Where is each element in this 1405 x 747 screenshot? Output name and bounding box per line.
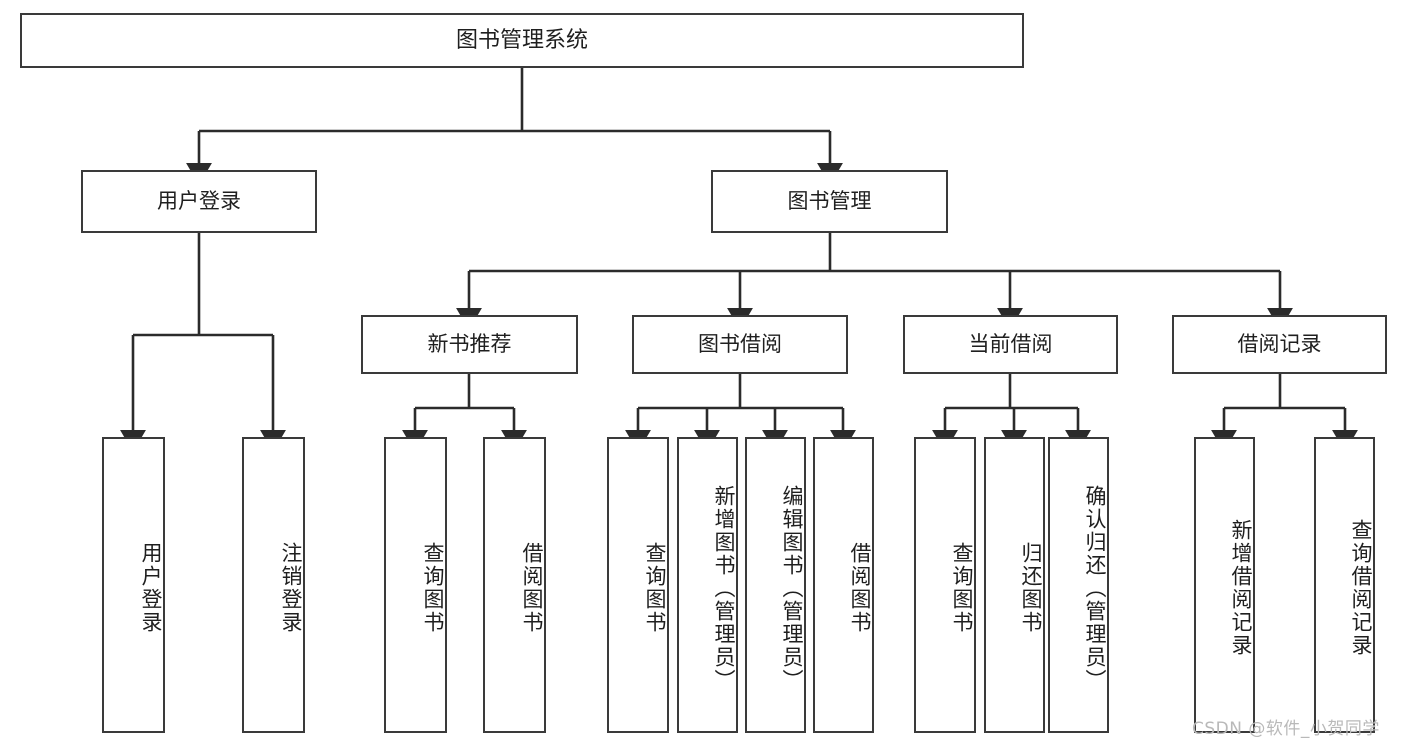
node-root-system[interactable]: 图书管理系统 <box>20 13 1024 68</box>
node-current-borrow[interactable]: 当前借阅 <box>903 315 1118 374</box>
node-label: 借阅记录 <box>1237 332 1322 357</box>
leaf-logout-login[interactable]: 注销登录 <box>242 437 305 733</box>
leaf-add-record[interactable]: 新增借阅记录 <box>1194 437 1255 733</box>
node-book-borrow[interactable]: 图书借阅 <box>632 315 848 374</box>
node-book-manage[interactable]: 图书管理 <box>711 170 948 233</box>
node-label: 归还图书 <box>1019 542 1043 634</box>
leaf-borrow-book-2[interactable]: 借阅图书 <box>813 437 874 733</box>
leaf-return-book[interactable]: 归还图书 <box>984 437 1045 733</box>
node-label: 用户登录 <box>139 542 163 634</box>
node-label: 查询借阅记录 <box>1349 519 1373 657</box>
leaf-borrow-book-1[interactable]: 借阅图书 <box>483 437 546 733</box>
node-label: 查询图书 <box>421 542 445 634</box>
node-label: 新增借阅记录 <box>1229 519 1253 657</box>
node-new-book-recommend[interactable]: 新书推荐 <box>361 315 578 374</box>
node-label: 借阅图书 <box>848 542 872 634</box>
node-label: 图书借阅 <box>698 332 782 357</box>
watermark-text: CSDN @软件_小贺同学 <box>1192 719 1380 739</box>
node-label: 图书管理系统 <box>455 27 588 53</box>
node-user-login[interactable]: 用户登录 <box>81 170 317 233</box>
node-label: 新增图书（管理员） <box>712 484 736 692</box>
leaf-query-book-1[interactable]: 查询图书 <box>384 437 447 733</box>
node-label: 借阅图书 <box>520 542 544 634</box>
leaf-user-login[interactable]: 用户登录 <box>102 437 165 733</box>
leaf-add-book[interactable]: 新增图书（管理员） <box>677 437 738 733</box>
node-label: 当前借阅 <box>968 332 1053 357</box>
node-label: 查询图书 <box>643 542 667 634</box>
node-label: 查询图书 <box>950 542 974 634</box>
leaf-query-record[interactable]: 查询借阅记录 <box>1314 437 1375 733</box>
node-label: 注销登录 <box>279 542 303 634</box>
node-label: 新书推荐 <box>427 332 512 357</box>
node-label: 确认归还（管理员） <box>1083 484 1107 692</box>
node-label: 用户登录 <box>157 189 241 214</box>
leaf-query-book-3[interactable]: 查询图书 <box>914 437 976 733</box>
node-borrow-record[interactable]: 借阅记录 <box>1172 315 1387 374</box>
leaf-query-book-2[interactable]: 查询图书 <box>607 437 669 733</box>
leaf-confirm-return[interactable]: 确认归还（管理员） <box>1048 437 1109 733</box>
leaf-edit-book[interactable]: 编辑图书（管理员） <box>745 437 806 733</box>
node-label: 编辑图书（管理员） <box>780 484 804 692</box>
node-label: 图书管理 <box>787 189 872 214</box>
